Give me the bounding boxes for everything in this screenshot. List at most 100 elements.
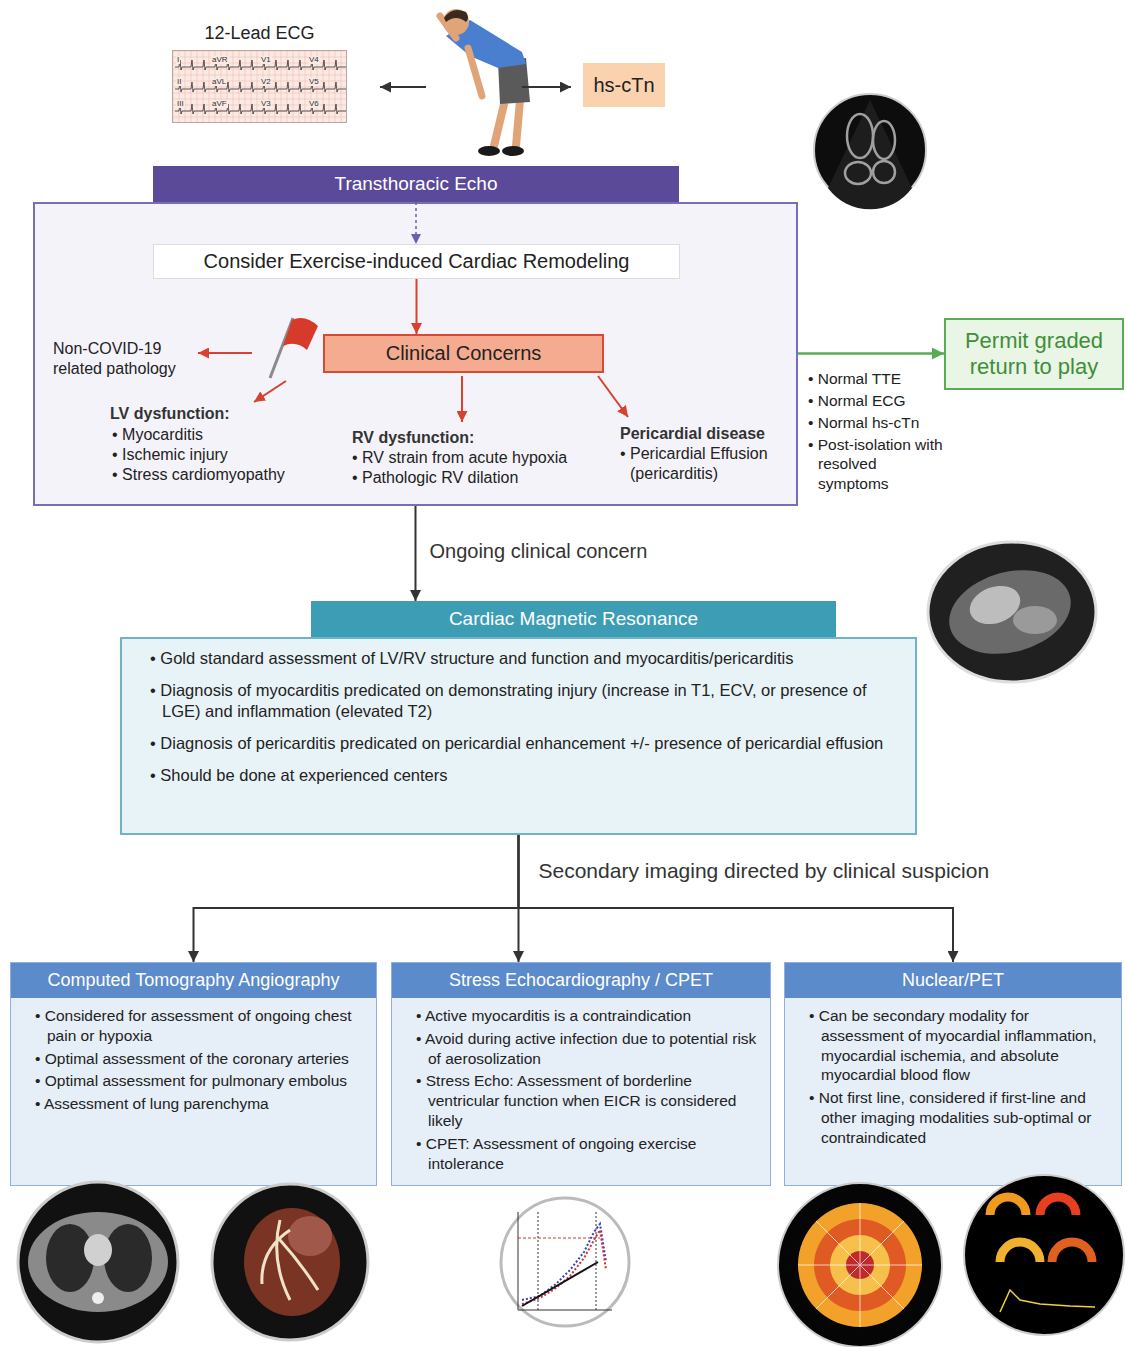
athlete-figure	[440, 9, 530, 156]
group-heading: Pericardial disease	[620, 424, 765, 444]
athlete-figure	[468, 48, 482, 96]
label-holder: RV dysfunction:	[352, 428, 474, 448]
ct-lung-image	[104, 1224, 152, 1292]
panel-heading: Stress Echocardiography / CPET	[392, 963, 770, 998]
bullet-text: • CPET: Assessment of ongoing exercise i…	[416, 1134, 758, 1174]
label-holder: V1	[260, 56, 272, 64]
ecg-grid	[173, 75, 346, 76]
cmr-image	[928, 542, 1096, 682]
box-label: Consider Exercise-induced Cardiac Remode…	[204, 250, 630, 273]
flow-arrow	[798, 352, 944, 355]
ct-lung-image	[28, 1212, 168, 1312]
strip-title: 12-Lead ECG	[173, 23, 346, 47]
label-holder: • Pericardial Effusion (pericarditis)	[620, 444, 792, 484]
lead-name: aVR	[211, 56, 229, 64]
note-text: • Ischemic injury	[112, 445, 228, 465]
modality-box: Nuclear/PET • Can be secondary modality f…	[784, 962, 1122, 1186]
lead-name: II	[176, 78, 182, 86]
cpet-plot	[522, 1262, 598, 1306]
echo-image	[845, 162, 871, 184]
ct-lung-image	[18, 1182, 178, 1342]
figure-arrows	[380, 86, 426, 88]
stage-panel: Cardiac Magnetic Resonance• Gold standar…	[120, 637, 917, 835]
label-holder: V4	[308, 56, 320, 64]
echo-image	[873, 161, 895, 183]
label-holder: • Myocarditis	[112, 425, 203, 445]
lead-name: V5	[308, 78, 320, 86]
ct-coronary-image	[244, 1208, 340, 1316]
label-holder: Pericardial disease	[620, 424, 765, 444]
ct-coronary-image	[212, 1184, 368, 1340]
label-holder: V2	[260, 78, 272, 86]
label-holder: • Normal TTE	[808, 369, 901, 388]
pet-perfusion-image	[1040, 1197, 1076, 1215]
bullet-text: • Active myocarditis is a contraindicati…	[416, 1006, 758, 1026]
label-holder: aVF	[211, 100, 228, 108]
pet-perfusion-image	[1052, 1242, 1092, 1262]
label-holder: • Ischemic injury	[112, 445, 228, 465]
concern-arrows	[254, 381, 286, 402]
ecg-grid	[173, 51, 174, 122]
edge-label: Secondary imaging directed by clinical s…	[537, 859, 992, 883]
nuclear-polar-map	[798, 1203, 922, 1327]
modality-box: Computed Tomography Angiography • Conside…	[10, 962, 377, 1186]
panel-heading: Nuclear/PET	[785, 963, 1121, 998]
athlete-figure	[498, 58, 530, 104]
lead-name: aVL	[211, 78, 227, 86]
ct-lung-image	[18, 1182, 178, 1342]
ecg-grid	[173, 69, 346, 70]
ct-coronary-image	[262, 1220, 318, 1300]
modality-box: Stress Echocardiography / CPET • Active m…	[391, 962, 771, 1186]
lead-name: V2	[260, 78, 272, 86]
box-label: Permit graded return to play	[950, 328, 1118, 381]
note-text: Non-COVID-19 related pathology	[53, 339, 191, 379]
athlete-figure	[516, 100, 520, 146]
echo-image	[814, 94, 926, 206]
cmr-image	[940, 557, 1080, 666]
pet-perfusion-image	[1000, 1242, 1040, 1262]
athlete-figure	[502, 146, 524, 156]
label-holder: • Normal ECG	[808, 391, 906, 410]
cpet-plot	[518, 1310, 612, 1311]
athlete-figure	[494, 100, 505, 146]
bullet-text: • Can be secondary modality for assessme…	[809, 1006, 1109, 1085]
flow-arrow	[416, 279, 418, 334]
red-flag	[270, 318, 293, 378]
label-holder: II	[176, 78, 182, 86]
concern-arrows	[598, 376, 628, 417]
note-text: • Stress cardiomyopathy	[112, 465, 285, 485]
note-text: • RV strain from acute hypoxia	[352, 448, 567, 468]
lead-name: V3	[260, 100, 272, 108]
bullet-text: • Stress Echo: Assessment of borderline …	[416, 1071, 758, 1130]
flow-arrow	[519, 835, 954, 962]
bullet-text: • Considered for assessment of ongoing c…	[35, 1006, 364, 1046]
echo-image	[814, 94, 926, 209]
lead-name: I	[176, 56, 180, 64]
note-text: • Myocarditis	[112, 425, 203, 445]
athlete-figure	[444, 10, 468, 22]
echo-image	[847, 114, 873, 158]
flow-arrow	[518, 835, 520, 962]
test-box: hs-cTn	[583, 63, 665, 107]
label-holder: V6	[308, 100, 320, 108]
concern-arrows	[198, 352, 252, 354]
flow-arrow	[194, 835, 519, 962]
pet-perfusion-image	[964, 1175, 1124, 1335]
bullet-text: • Should be done at experienced centers	[150, 765, 897, 786]
ct-coronary-image	[212, 1184, 368, 1340]
bullet-text: • Diagnosis of myocarditis predicated on…	[150, 680, 897, 722]
ecg-grid	[173, 93, 346, 94]
cmr-image	[964, 579, 1025, 631]
cpet-plot	[596, 1212, 597, 1310]
panel-heading: Computed Tomography Angiography	[11, 963, 376, 998]
label-holder: aVL	[211, 78, 227, 86]
note-text: • Normal hs-cTn	[808, 413, 919, 432]
note-text: • Pericardial Effusion (pericarditis)	[620, 444, 792, 484]
bullet-text: • Diagnosis of pericarditis predicated o…	[150, 733, 897, 754]
label-holder: V3	[260, 100, 272, 108]
nuclear-polar-map	[846, 1251, 874, 1279]
label-holder: Non-COVID-19 related pathology	[53, 339, 191, 379]
concern-arrows	[198, 353, 628, 422]
athlete-figure	[478, 146, 500, 156]
